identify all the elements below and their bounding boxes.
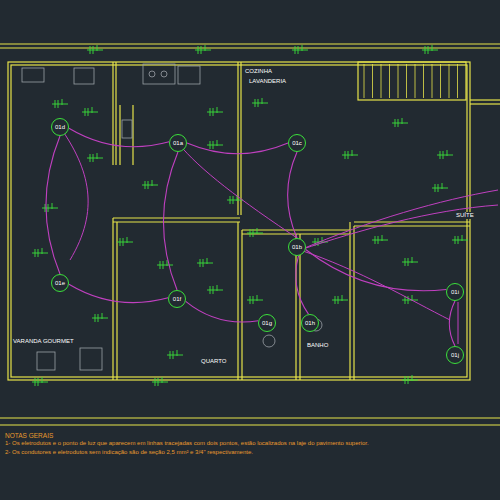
circuit-id: 01b xyxy=(292,244,302,250)
conductor-mark xyxy=(227,195,243,204)
wire-run xyxy=(449,301,455,346)
circuit-id: 01g xyxy=(262,320,272,326)
light-point: 01a xyxy=(169,134,187,152)
wire-run xyxy=(306,249,447,290)
conductor-mark xyxy=(87,45,103,54)
light-point: 01e xyxy=(51,274,69,292)
notes-heading: NOTAS GERAIS xyxy=(4,432,54,439)
conductor-mark xyxy=(195,45,211,54)
conductor-mark xyxy=(402,257,418,266)
stair-step xyxy=(432,64,433,98)
stair-step xyxy=(406,64,407,98)
wire-run xyxy=(288,152,297,238)
conductor-mark xyxy=(197,258,213,267)
conductor-mark xyxy=(252,98,268,107)
light-point: 01f xyxy=(168,290,186,308)
room-name: SUÍTE xyxy=(455,212,475,219)
circuit-id: 01e xyxy=(55,280,65,286)
circuit-id: 01d xyxy=(55,124,65,130)
light-point: 01b xyxy=(288,238,306,256)
light-point: 01h xyxy=(301,314,319,332)
conductor-mark xyxy=(207,285,223,294)
conductor-mark xyxy=(342,150,358,159)
stair-step xyxy=(389,64,390,98)
circuit-id: 01c xyxy=(292,140,302,146)
room-name: LAVANDERIA xyxy=(248,78,287,85)
room-name: COZINHA xyxy=(244,68,273,75)
circuit-id: 01h xyxy=(305,320,315,326)
wire-run xyxy=(296,256,309,314)
light-point: 01c xyxy=(288,134,306,152)
wire-run xyxy=(186,301,259,322)
conductor-mark xyxy=(332,295,348,304)
conductor-mark xyxy=(52,99,68,108)
stair-step xyxy=(449,64,450,98)
room-name: BANHO xyxy=(306,342,329,349)
wire-run xyxy=(69,128,169,146)
conductor-mark xyxy=(247,228,263,237)
wire-run xyxy=(46,136,60,274)
conductor-mark xyxy=(422,45,438,54)
conductor-mark xyxy=(32,377,48,386)
conductor-mark xyxy=(152,377,168,386)
stair-step xyxy=(457,64,458,98)
stair-step xyxy=(372,64,373,98)
conductor-mark xyxy=(42,203,58,212)
light-point: 01i xyxy=(446,283,464,301)
circuit-id: 01a xyxy=(173,140,183,146)
wire-run xyxy=(187,143,288,154)
wire-run xyxy=(69,284,168,302)
conductor-mark xyxy=(292,45,308,54)
light-point: 01g xyxy=(258,314,276,332)
conductor-mark xyxy=(157,260,173,269)
conductor-mark xyxy=(207,140,223,149)
conductor-mark xyxy=(117,237,133,246)
conductor-mark xyxy=(452,235,468,244)
stair-step xyxy=(398,64,399,98)
light-point: 01j xyxy=(446,346,464,364)
circuit-id: 01j xyxy=(451,352,459,358)
conductor-mark xyxy=(167,350,183,359)
stair-step xyxy=(423,64,424,98)
conductor-mark xyxy=(92,313,108,322)
light-point: 01d xyxy=(51,118,69,136)
conductor-mark xyxy=(432,183,448,192)
room-name: VARANDA GOURMET xyxy=(12,338,75,345)
conductor-mark xyxy=(82,107,98,116)
conductor-mark xyxy=(392,118,408,127)
stair-step xyxy=(415,64,416,98)
conductor-mark xyxy=(32,248,48,257)
stair-step xyxy=(364,64,365,98)
conductor-mark xyxy=(402,375,418,384)
wire-run xyxy=(163,152,177,290)
conductor-mark xyxy=(247,295,263,304)
room-name: QUARTO xyxy=(200,358,227,365)
conductor-mark xyxy=(437,150,453,159)
circuit-id: 01f xyxy=(173,296,181,302)
general-note: 2- Os condutores e eletrodutos sem indic… xyxy=(4,449,446,456)
stair-step xyxy=(440,64,441,98)
conductor-mark xyxy=(87,153,103,162)
conductor-mark xyxy=(207,107,223,116)
circuit-id: 01i xyxy=(451,289,459,295)
conductor-mark xyxy=(142,180,158,189)
conductor-mark xyxy=(372,235,388,244)
stair-step xyxy=(381,64,382,98)
general-note: 1- Os eletrodutos e o ponto de luz que a… xyxy=(4,440,446,447)
